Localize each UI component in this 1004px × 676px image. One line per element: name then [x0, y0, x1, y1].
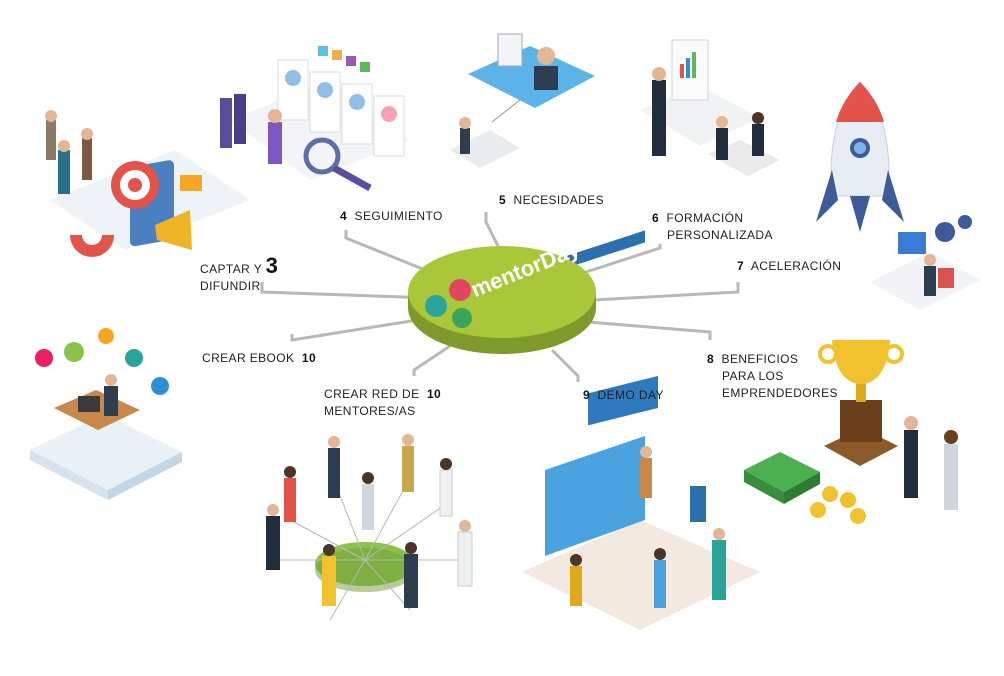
- step-demo: 9 DEMO DAY: [583, 388, 664, 402]
- hub-pencil-icon: [452, 308, 472, 328]
- ebook-illustration: [30, 328, 182, 500]
- necesidades-illustration: [450, 33, 595, 168]
- connector-lines: [260, 212, 740, 382]
- beneficios-illustration: [744, 340, 958, 524]
- connector-beneficios: [587, 320, 712, 340]
- step-seguimiento-number: 4: [340, 209, 348, 223]
- connector-red: [412, 344, 451, 376]
- connector-captar: [260, 282, 431, 300]
- step-aceleracion: 7 ACELERACIÓN: [737, 259, 842, 273]
- step-red: CREAR RED DE 10 MENTORES/AS: [324, 387, 442, 418]
- step-red-number: 10: [426, 387, 442, 401]
- hub-bulb-icon: [449, 279, 471, 301]
- connector-necesidades: [484, 212, 502, 251]
- step-captar: CAPTAR Y 3 DIFUNDIR: [200, 253, 279, 294]
- formacion-illustration: [640, 39, 780, 176]
- connector-seguimiento: [344, 230, 431, 274]
- demo-illustration: [522, 230, 760, 630]
- connector-formacion: [585, 244, 662, 274]
- step-seguimiento: 4 SEGUIMIENTO: [340, 209, 443, 223]
- step-demo-number: 9: [583, 388, 591, 402]
- step-necesidades: 5 NECESIDADES: [499, 193, 604, 207]
- step-aceleracion-number: 7: [737, 259, 745, 273]
- seguimiento-illustration: [220, 46, 410, 192]
- step-beneficios-number: 8: [707, 352, 715, 366]
- step-beneficios: 8 BENEFICIOS PARA LOS EMPRENDEDORES: [707, 352, 838, 400]
- aceleracion-illustration: [816, 81, 980, 310]
- step-necesidades-number: 5: [499, 193, 507, 207]
- step-formacion-number: 6: [652, 211, 660, 225]
- step-formacion: 6 FORMACIÓN PERSONALIZADA: [652, 211, 773, 242]
- hub-gear-icon: [425, 295, 447, 317]
- captar-illustration: [45, 110, 250, 257]
- central-hub: mentorDay: [408, 236, 596, 354]
- connector-demo: [550, 348, 580, 382]
- connector-ebook: [290, 316, 431, 342]
- connector-aceleracion: [593, 282, 740, 302]
- step-ebook-number: 10: [301, 351, 317, 365]
- red-illustration: [266, 434, 473, 621]
- step-captar-number: 3: [265, 253, 279, 278]
- step-ebook: CREAR EBOOK 10: [202, 351, 317, 365]
